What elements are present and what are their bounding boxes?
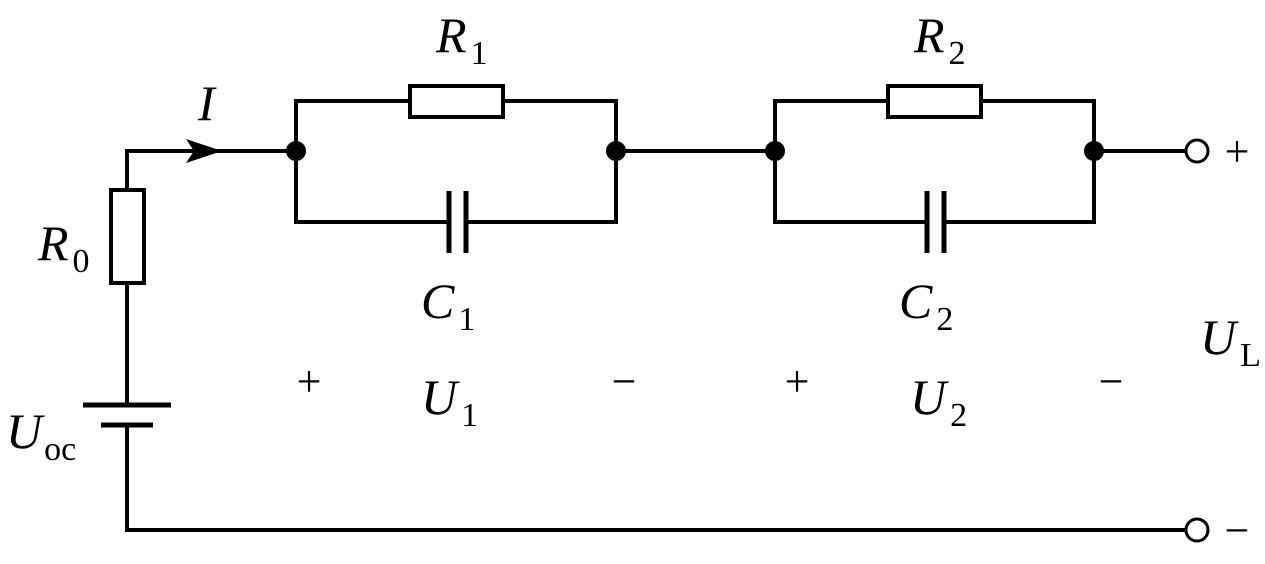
resistor-r0	[109, 188, 146, 285]
block1-top-wire-right	[501, 99, 618, 153]
minus-sign-terminal: −	[1225, 506, 1250, 555]
left-wire-top	[125, 149, 298, 192]
block1-bottom-wire-right	[464, 149, 618, 224]
current-arrow-icon	[186, 139, 222, 163]
label-current-i: I	[197, 75, 217, 131]
resistor-r2	[886, 84, 983, 119]
plus-sign-terminal: +	[1225, 127, 1250, 176]
capacitor-c1	[446, 191, 469, 253]
block2-top-wire	[773, 99, 890, 153]
plus-sign-u2: +	[785, 357, 810, 406]
minus-sign-u2: −	[1099, 357, 1124, 406]
block2-top-wire-right	[979, 99, 1096, 153]
resistor-r1	[408, 84, 505, 119]
block2-bottom-wire-right	[942, 149, 1096, 224]
wires	[125, 99, 1188, 532]
terminal-minus	[1184, 517, 1210, 543]
block1-bottom-wire	[294, 149, 451, 224]
battery-source	[83, 402, 171, 428]
block2-bottom-wire	[773, 149, 929, 224]
capacitor-c2	[924, 191, 947, 253]
terminal-plus	[1184, 138, 1210, 164]
block1-top-wire	[294, 99, 412, 153]
label-uoc: Uoc	[6, 403, 76, 468]
junction-dots	[286, 141, 1104, 161]
bottom-wire	[125, 423, 1188, 532]
plus-sign-u1: +	[297, 357, 322, 406]
minus-sign-u1: −	[612, 357, 637, 406]
